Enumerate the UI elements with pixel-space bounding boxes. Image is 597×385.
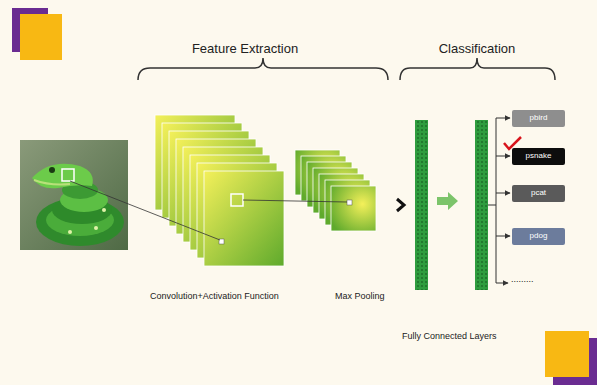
class-probability: pdog (530, 232, 548, 241)
feature-maps (155, 115, 284, 266)
class-probability: pbird (530, 114, 548, 123)
class-probability: pcat (531, 189, 546, 198)
output-cell (347, 200, 352, 205)
class-output-box: pcat (512, 185, 565, 202)
projection-line (70, 181, 220, 240)
flow-chevron (397, 199, 404, 211)
snake-image (20, 140, 128, 250)
section-heading: Feature Extraction (192, 42, 298, 57)
class-output-box: psnake (512, 148, 565, 165)
section-heading: Classification (439, 42, 516, 57)
flow-arrow (437, 192, 458, 210)
filter-window (231, 194, 243, 206)
stage-caption: ......... (511, 274, 534, 284)
brace (138, 58, 388, 80)
dense-layer (475, 120, 488, 290)
class-output-box: pbird (512, 110, 565, 127)
output-wires (488, 118, 510, 283)
dense-layer (415, 120, 428, 290)
class-probability: psnake (526, 152, 552, 161)
class-output-box: pdog (512, 228, 565, 245)
stage-caption: Convolution+Activation Function (150, 291, 279, 301)
corner-decoration (20, 14, 62, 60)
brace (400, 58, 555, 80)
pooled-maps (295, 150, 376, 231)
receptive-field (62, 169, 74, 181)
stage-caption: Max Pooling (335, 291, 385, 301)
corner-decoration (545, 331, 589, 377)
stage-caption: Fully Connected Layers (402, 331, 497, 341)
projection-line (243, 200, 347, 202)
